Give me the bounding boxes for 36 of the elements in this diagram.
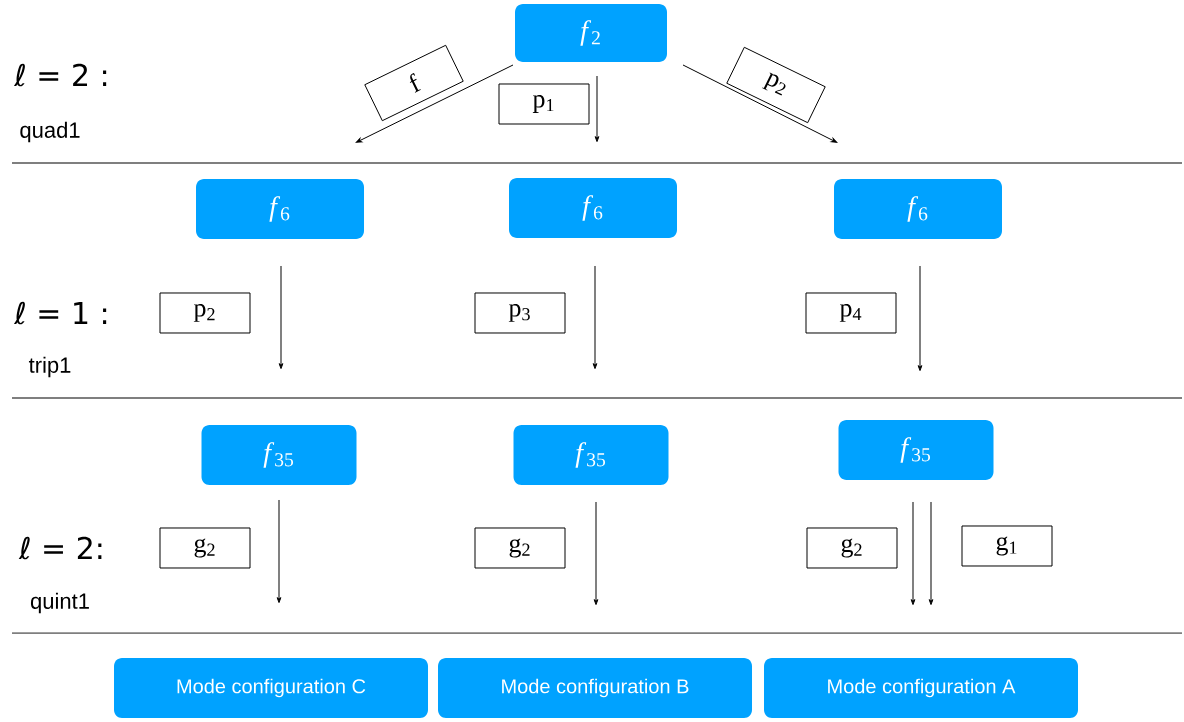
arrow [592,265,598,370]
edge-label: g$_{1}$ [961,525,1053,567]
arrow [593,501,599,606]
edge-label: f [364,44,464,122]
arrow [928,501,934,606]
edge-label: p$_{1}$ [498,83,590,125]
function-box: f$_{6}$ [834,179,1002,239]
arrow [355,64,514,143]
arrow [910,501,916,606]
mode-box: Mode configuration B [438,658,752,718]
side-label: ℓ = 1 : [13,301,107,325]
edge-label: p$_{4}$ [805,292,897,334]
function-box: f$_{35}$ [838,420,994,480]
edge-label: g$_{2}$ [159,527,251,569]
side-label: ℓ = 2 : [13,63,107,87]
arrow [917,265,923,372]
arrow [594,75,600,143]
arrow [682,64,838,143]
mode-box: Mode configuration C [114,658,428,718]
function-box: f$_{6}$ [196,179,364,239]
side-label: quint1 [30,592,89,614]
arrow [278,265,284,370]
function-box: f$_{35}$ [201,425,357,485]
arrow [276,499,282,604]
function-box: f$_{35}$ [513,425,669,485]
function-box: f$_{2}$ [515,4,667,62]
function-box: f$_{6}$ [509,178,677,238]
edge-label: p$_{2}$ [159,292,251,334]
edge-label: g$_{2}$ [474,527,566,569]
side-label: quad1 [20,121,80,143]
edge-label: p$_{3}$ [474,292,566,334]
side-label: trip1 [28,356,71,378]
edge-label: g$_{2}$ [806,527,898,569]
edge-label: p$_{2}$ [726,46,826,124]
side-label: ℓ = 2: [18,536,102,560]
mode-box: Mode configuration A [764,658,1078,718]
